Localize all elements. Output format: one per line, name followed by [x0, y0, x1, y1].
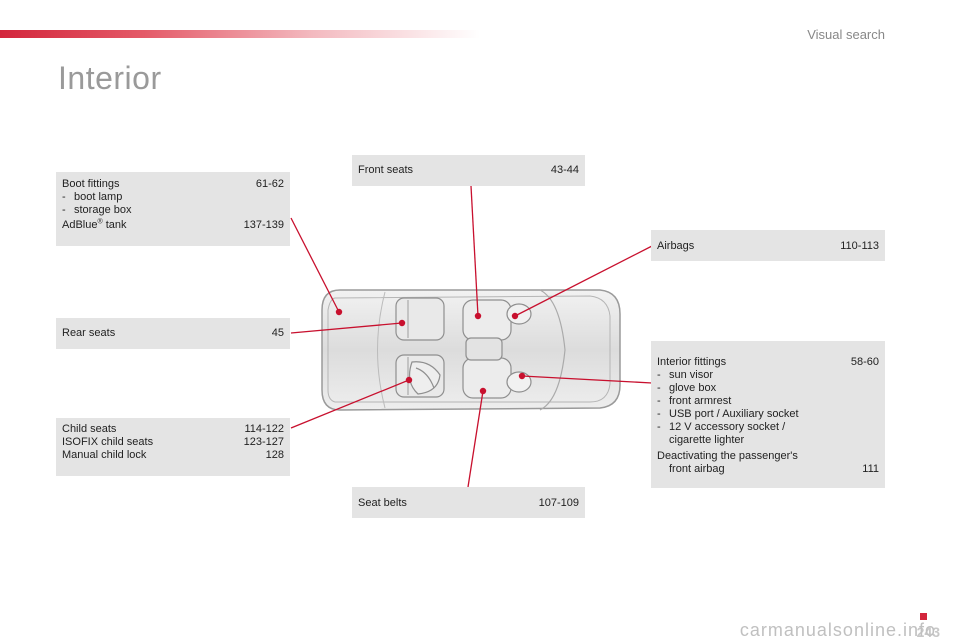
boot-fittings-box: Boot fittings 61-62 -boot lamp -storage …	[56, 172, 290, 246]
list-item: -storage box	[62, 204, 132, 216]
airbags-box: Airbags 110-113	[651, 230, 885, 261]
rear-seats-pages: 45	[271, 327, 284, 339]
airbag-deactivation-label: Deactivating the passenger's	[657, 450, 798, 462]
interior-fittings-pages: 58-60	[850, 356, 879, 368]
page-title: Interior	[58, 60, 162, 96]
airbag-deactivation-pages: 111	[862, 463, 879, 475]
adblue-label: AdBlue® tank	[62, 218, 127, 231]
watermark: carmanualsonline.info	[739, 620, 936, 640]
page-marker	[920, 613, 927, 620]
boot-fittings-pages: 61-62	[255, 178, 284, 190]
list-item: -front armrest	[657, 395, 732, 407]
page-number: 243	[916, 624, 940, 640]
header-accent-bar	[0, 30, 480, 38]
front-seats-label: Front seats	[358, 164, 414, 176]
front-seats-pages: 43-44	[550, 164, 579, 176]
airbags-label: Airbags	[657, 240, 695, 252]
airbag-deactivation-label-cont: front airbag	[669, 463, 725, 475]
callout-dots	[335, 308, 526, 395]
interior-fittings-label: Interior fittings	[657, 356, 727, 368]
seat-belts-box: Seat belts 107-109	[352, 487, 585, 518]
child-seat	[408, 361, 441, 395]
callout-lines	[290, 185, 653, 488]
list-item: -USB port / Auxiliary socket	[657, 408, 799, 420]
rear-seats-box: Rear seats 45	[56, 318, 290, 349]
list-item: -sun visor	[657, 369, 714, 381]
front-seats	[462, 299, 532, 399]
seat-belts-label: Seat belts	[358, 497, 407, 509]
interior-fittings-box: Interior fittings 58-60 -sun visor -glov…	[651, 341, 885, 488]
section-label: Visual search	[807, 27, 885, 42]
boot-fittings-label: Boot fittings	[62, 178, 120, 190]
airbags-pages: 110-113	[840, 240, 879, 252]
list-item: -glove box	[657, 382, 717, 394]
list-item: -12 V accessory socket /	[657, 421, 786, 433]
seat-belts-pages: 107-109	[538, 497, 579, 509]
list-item-continuation: cigarette lighter	[669, 434, 745, 446]
rear-seats-label: Rear seats	[62, 327, 116, 339]
front-seats-box: Front seats 43-44	[352, 155, 585, 186]
adblue-pages: 137-139	[243, 219, 284, 231]
list-item: -boot lamp	[62, 191, 123, 203]
